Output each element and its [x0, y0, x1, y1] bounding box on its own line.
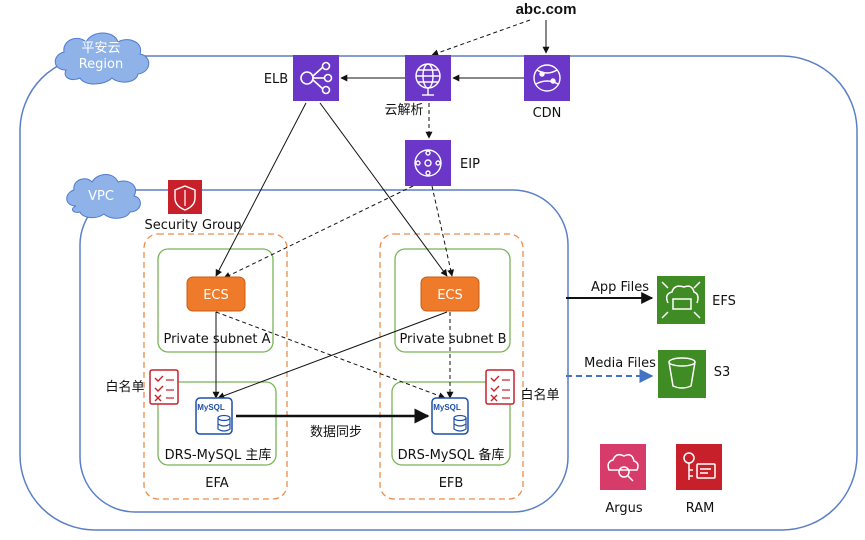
db-a-label: DRS-MySQL 主库 [165, 447, 272, 463]
db-node-b: MySQL DRS-MySQL 备库 [398, 397, 505, 463]
ram-label: RAM [686, 501, 715, 516]
mysql-icon [195, 397, 233, 435]
argus-node: Argus [600, 444, 646, 516]
monitor-search-icon [607, 453, 639, 482]
dns-label: 云解析 [384, 103, 423, 118]
edge-eip-ecs-a [223, 185, 414, 279]
az-box-b [379, 233, 524, 500]
ram-node: RAM [676, 444, 722, 516]
region-cloud-label: 平安云 Region [54, 32, 150, 85]
cloud-icon [54, 32, 150, 85]
edge-elb-ecs-a [215, 102, 307, 277]
app-files-label: App Files [591, 280, 649, 295]
domain-name-label: abc.com [516, 1, 577, 18]
checklist-icon [485, 369, 515, 405]
mysql-badge-b: MySQL [433, 403, 461, 412]
efs-node: EFS [657, 276, 736, 324]
subnet-b-label: Private subnet B [399, 332, 506, 347]
ecs-node-b: ECS Private subnet B [399, 276, 507, 347]
whitelist-a: 白名单 [105, 369, 179, 405]
s3-label: S3 [714, 365, 731, 380]
az-b-label: EFB [439, 476, 464, 491]
ecs-a-label: ECS [203, 288, 229, 303]
whitelist-b: 白名单 [485, 369, 560, 405]
elb-node: ELB [264, 55, 339, 101]
eip-label: EIP [460, 157, 480, 172]
vpc-label: VPC [88, 189, 114, 204]
whitelist-b-label: 白名单 [520, 387, 559, 403]
subnet-box-b [394, 248, 511, 353]
region-label-line2: Region [79, 57, 124, 72]
vpc-container [79, 189, 569, 513]
media-files-label: Media Files [584, 356, 656, 371]
ecs-node-a: ECS Private subnet A [163, 276, 271, 347]
whitelist-a-label: 白名单 [105, 379, 144, 395]
mysql-badge-a: MySQL [197, 403, 225, 412]
edge-ecs-a-db-b [215, 311, 446, 400]
db-b-label: DRS-MySQL 备库 [398, 447, 505, 463]
edge-elb-ecs-b [319, 102, 448, 277]
load-balancer-icon [300, 61, 333, 95]
efs-label: EFS [712, 294, 736, 309]
sync-label: 数据同步 [310, 425, 362, 440]
elb-label: ELB [264, 72, 288, 87]
cloud-icon [66, 174, 141, 219]
edge-domain-dns [431, 19, 531, 57]
dns-globe-icon [415, 63, 441, 96]
efs-icon [661, 281, 701, 319]
eip-network-icon [414, 149, 442, 177]
ecs-b-label: ECS [437, 288, 463, 303]
cdn-node: CDN [524, 55, 570, 121]
security-group-label: Security Group [144, 218, 241, 233]
az-box-a [143, 233, 288, 500]
db-box-a [157, 381, 277, 466]
az-a-label: EFA [205, 476, 228, 491]
argus-label: Argus [605, 501, 643, 516]
key-icon [683, 452, 716, 480]
bucket-icon [668, 357, 696, 389]
shield-icon [174, 185, 196, 211]
security-group-node: Security Group [144, 180, 242, 233]
mysql-icon [431, 397, 469, 435]
eip-node: EIP [405, 140, 480, 186]
cdn-icon [533, 64, 561, 92]
subnet-a-label: Private subnet A [163, 332, 270, 347]
s3-node: S3 [658, 350, 730, 398]
cdn-label: CDN [533, 106, 562, 121]
edge-eip-ecs-b [431, 185, 455, 277]
edge-ecs-b-db-a [217, 311, 448, 400]
db-box-b [391, 381, 511, 466]
checklist-icon [149, 369, 179, 405]
dns-node: 云解析 [384, 55, 451, 118]
region-label-line1: 平安云 [81, 41, 120, 56]
db-node-a: MySQL DRS-MySQL 主库 [165, 397, 272, 463]
vpc-cloud-label: VPC [66, 174, 141, 219]
